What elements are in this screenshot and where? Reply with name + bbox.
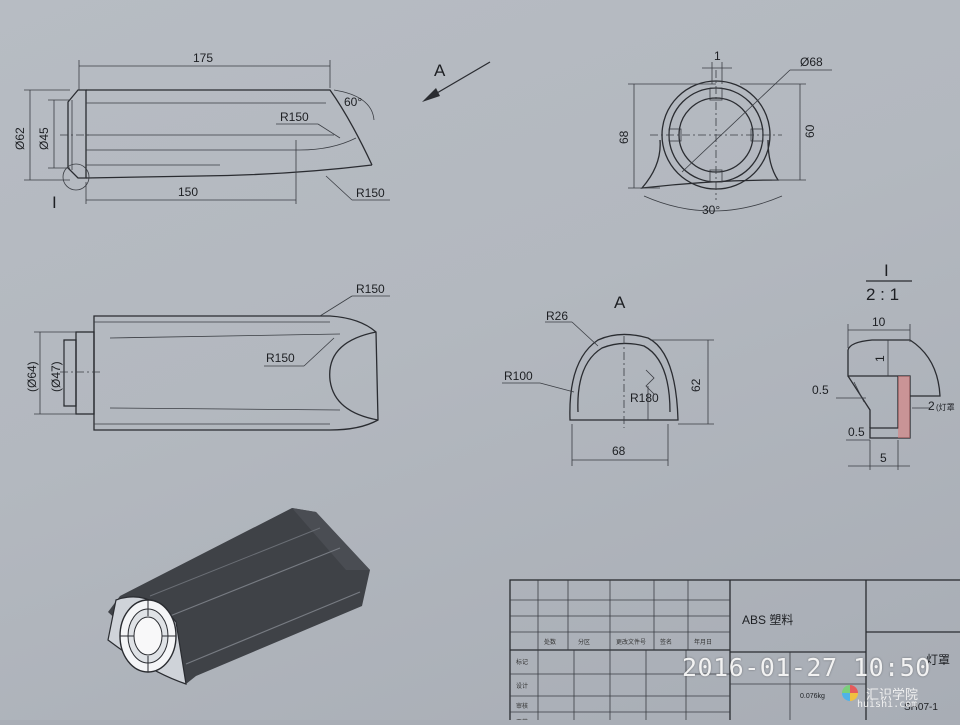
front-dim-r150-inner: R150: [280, 110, 309, 124]
watermark-url: huishi.com: [857, 699, 918, 710]
front-dim-150: 150: [178, 185, 198, 199]
detail-dim-10: 10: [872, 315, 886, 329]
view-a: A R26 R100 R180 62 68: [502, 293, 714, 466]
watermark-logo-icon: [842, 685, 858, 701]
tb-row-label-2: 审核: [516, 702, 528, 710]
side-view: Ø68 1 68 60 30°: [617, 49, 832, 217]
detail-dim-5: 5: [880, 451, 887, 465]
front-dim-dia62: Ø62: [13, 127, 27, 150]
detail-dim-05-top: 0.5: [812, 383, 829, 397]
view-a-dim-68: 68: [612, 444, 626, 458]
top-view: R150 R150 (Ø64) (Ø47): [25, 282, 390, 431]
side-dim-30deg: 30°: [702, 203, 720, 217]
side-dim-dia68: Ø68: [800, 55, 823, 69]
detail-marker-i: I: [52, 193, 57, 212]
tb-row-label-0: 标记: [516, 658, 528, 666]
side-dim-1: 1: [714, 49, 721, 63]
front-view: 175 Ø62 Ø45 60° R150 150 R150 I A: [13, 51, 491, 212]
detail-dim-2: 2: [928, 399, 935, 413]
title-block: 标记 设计 审核 工艺 处数 分区 更改文件号 签名 年月日 ABS 塑料 灯罩…: [509, 579, 960, 725]
view-a-r26: R26: [546, 309, 568, 323]
detail-i-scale: 2 : 1: [866, 285, 899, 304]
detail-dim-05-bot: 0.5: [848, 425, 865, 439]
top-dim-r150-mid: R150: [266, 351, 295, 365]
view-a-title: A: [614, 293, 626, 312]
detail-i-title: I: [884, 261, 889, 280]
tb-mass: 0.076kg: [800, 693, 825, 700]
front-dim-angle: 60°: [344, 95, 362, 109]
tb-drawing-no: SH07-1: [904, 702, 938, 713]
isometric-render: [107, 508, 370, 685]
top-dim-r150-top: R150: [356, 282, 385, 296]
side-dim-68: 68: [617, 130, 631, 144]
top-dim-dia47: (Ø47): [49, 361, 63, 392]
photo-timestamp: 2016-01-27 10:50: [682, 653, 931, 682]
front-dim-dia45: Ø45: [37, 127, 51, 150]
view-a-r180: R180: [630, 391, 659, 405]
tb-part-name: 灯罩: [926, 653, 950, 667]
detail-dim-1: 1: [873, 355, 887, 362]
view-a-dim-62: 62: [689, 378, 703, 392]
tb-col-label-1: 分区: [578, 638, 590, 646]
view-a-r100: R100: [504, 369, 533, 383]
tb-col-label-3: 签名: [660, 638, 672, 646]
front-dim-r150-outer: R150: [356, 186, 385, 200]
view-arrow-a-label: A: [434, 61, 446, 80]
detail-dim-2-note: (灯罩: [936, 402, 955, 412]
tb-material: ABS 塑料: [742, 612, 793, 627]
tb-col-label-2: 更改文件号: [616, 638, 646, 646]
side-dim-60: 60: [803, 124, 817, 138]
watermark-text: 汇识学院: [866, 688, 919, 703]
tb-row-label-1: 设计: [516, 682, 528, 690]
detail-i: I 2 : 1 10 1 0.5 0.5 2 (灯罩 5: [812, 261, 955, 470]
tb-col-label-0: 处数: [544, 638, 556, 646]
tb-col-label-4: 年月日: [694, 638, 712, 646]
top-dim-dia64: (Ø64): [25, 361, 39, 392]
front-dim-175: 175: [193, 51, 213, 65]
